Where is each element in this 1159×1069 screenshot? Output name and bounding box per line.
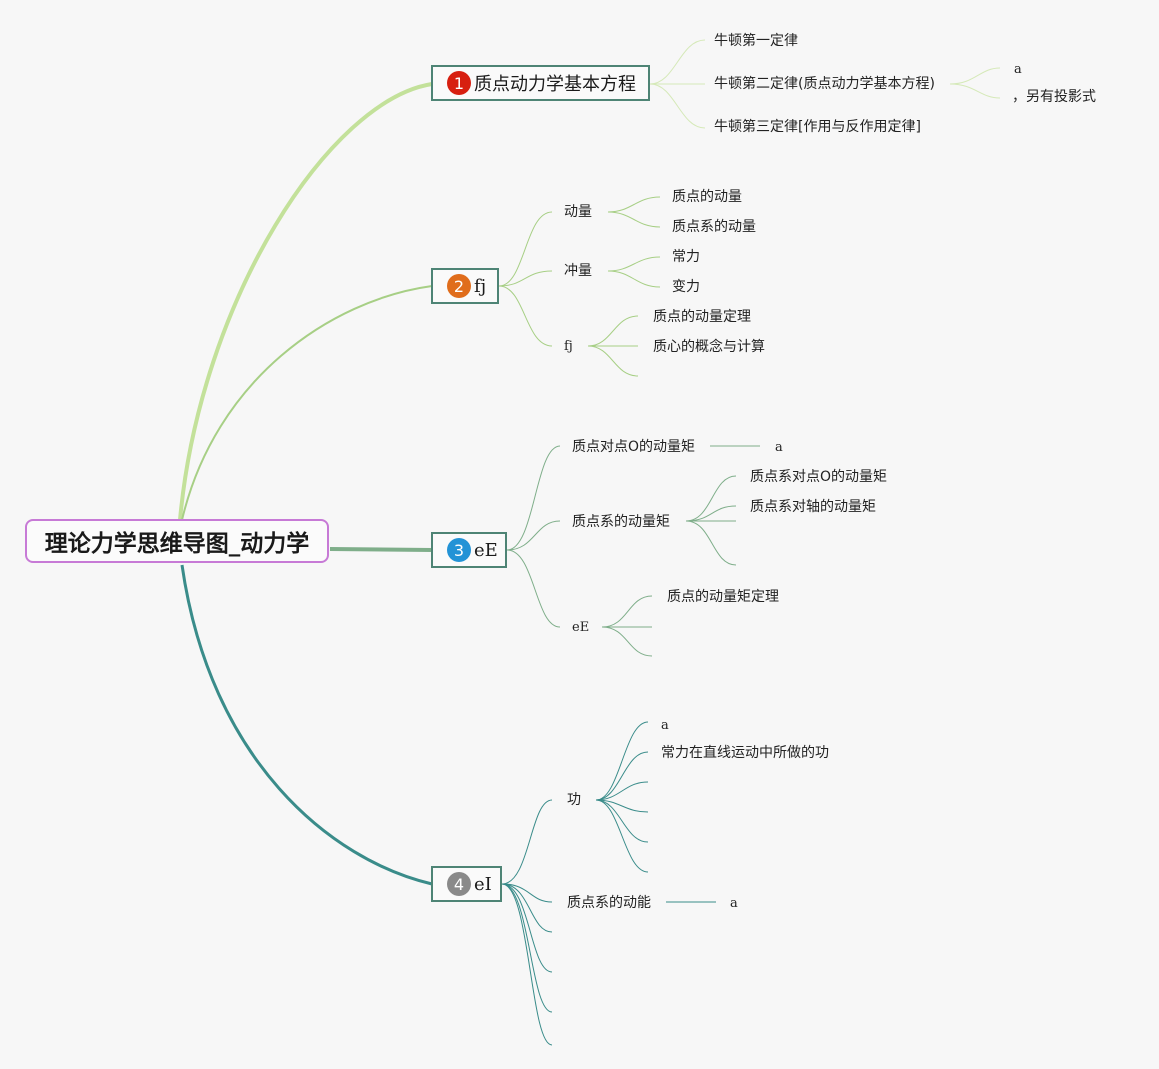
b2-child-1-sub-1[interactable]: 质点的动量 xyxy=(672,189,742,205)
b1-child-3[interactable]: 牛顿第三定律[作用与反作用定律] xyxy=(714,119,921,135)
b3-child-2[interactable]: 质点系的动量矩 xyxy=(572,514,670,530)
b3-child-1-sub-1[interactable]: a xyxy=(775,440,783,455)
branch-2-topic[interactable]: 2 fj xyxy=(431,268,499,304)
b4-child-1-sub-1[interactable]: a xyxy=(661,718,669,733)
branch-1-topic[interactable]: 1 质点动力学基本方程 xyxy=(431,65,650,101)
b2-child-1-sub-2[interactable]: 质点系的动量 xyxy=(672,219,756,235)
number-3-badge-icon: 3 xyxy=(447,538,471,562)
b1-child-2[interactable]: 牛顿第二定律(质点动力学基本方程) xyxy=(714,76,935,92)
link-root-b1 xyxy=(178,82,433,521)
branch-3-topic[interactable]: 3 eE xyxy=(431,532,507,568)
number-4-badge-icon: 4 xyxy=(447,872,471,896)
branch-3-label: eE xyxy=(474,539,498,561)
link-root-b4 xyxy=(180,564,433,886)
link-root-b2 xyxy=(181,285,433,521)
b3-child-2-sub-1[interactable]: 质点系对点O的动量矩 xyxy=(750,469,888,485)
number-1-badge-icon: 1 xyxy=(447,71,471,95)
b4-child-1-sub-2[interactable]: 常力在直线运动中所做的功 xyxy=(661,745,829,761)
branch-1-links xyxy=(649,39,1001,129)
b4-child-2[interactable]: 质点系的动能 xyxy=(567,895,651,911)
b2-child-2-sub-1[interactable]: 常力 xyxy=(672,249,700,265)
b1-child-2-sub-1[interactable]: a xyxy=(1014,62,1022,77)
root-title: 理论力学思维导图_动力学 xyxy=(44,531,310,557)
b2-child-2-sub-2[interactable]: 变力 xyxy=(672,279,700,295)
branch-2-label: fj xyxy=(474,275,487,297)
b3-child-3[interactable]: eE xyxy=(572,620,590,635)
b2-child-1[interactable]: 动量 xyxy=(564,204,592,220)
number-2-badge-icon: 2 xyxy=(447,274,471,298)
b1-child-2-sub-2[interactable]: ，另有投影式 xyxy=(1012,89,1096,105)
link-root-b3 xyxy=(329,547,433,552)
branch-3-links xyxy=(506,445,760,657)
b4-child-1[interactable]: 功 xyxy=(567,792,581,808)
branch-4-topic[interactable]: 4 eI xyxy=(431,866,502,902)
b4-child-2-sub-1[interactable]: a xyxy=(730,896,738,911)
branch-2-links xyxy=(498,196,661,377)
b2-child-3-sub-2[interactable]: 质心的概念与计算 xyxy=(653,339,765,355)
b3-child-1[interactable]: 质点对点O的动量矩 xyxy=(572,439,696,455)
b2-child-2[interactable]: 冲量 xyxy=(564,263,592,279)
b1-child-1[interactable]: 牛顿第一定律 xyxy=(714,33,798,49)
b3-child-2-sub-2[interactable]: 质点系对轴的动量矩 xyxy=(750,499,876,515)
branch-1-label: 质点动力学基本方程 xyxy=(474,74,636,95)
b3-child-3-sub-1[interactable]: 质点的动量矩定理 xyxy=(667,589,779,605)
b2-child-3-sub-1[interactable]: 质点的动量定理 xyxy=(653,309,751,325)
branch-4-label: eI xyxy=(474,873,492,895)
b2-child-3[interactable]: fj xyxy=(564,339,573,354)
root-topic[interactable]: 理论力学思维导图_动力学 xyxy=(25,519,329,563)
branch-4-links xyxy=(501,721,716,1046)
